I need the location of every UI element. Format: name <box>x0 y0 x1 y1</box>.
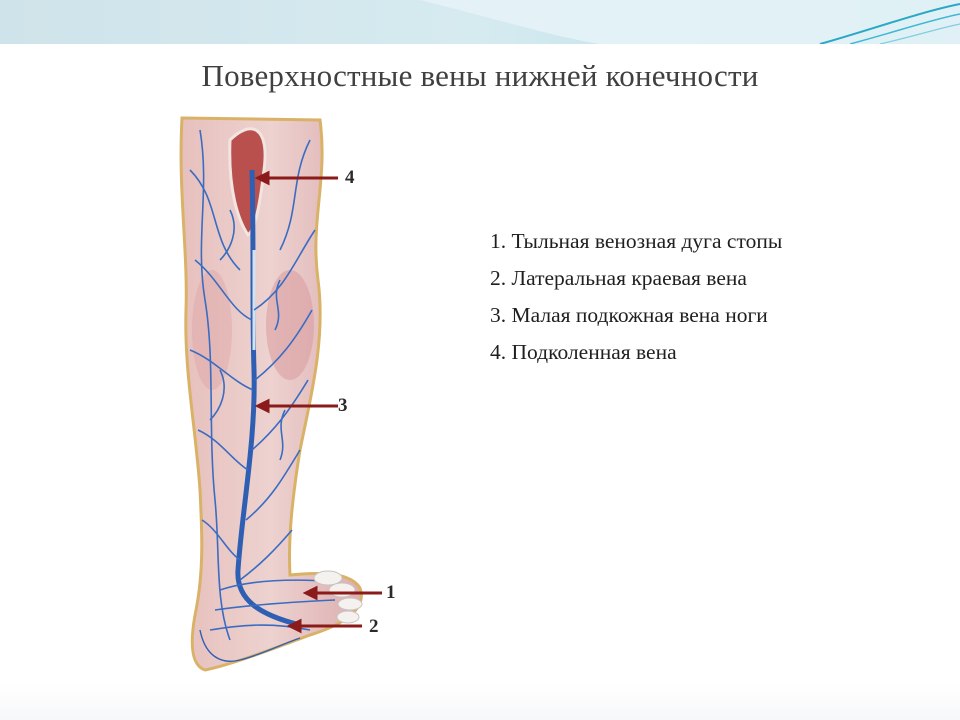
calf-muscle <box>266 270 314 380</box>
decorative-wave-band <box>0 0 960 44</box>
popliteal-fossa <box>228 127 267 238</box>
leg-silhouette <box>179 116 363 672</box>
bottom-band <box>0 684 960 720</box>
legend-item: 4. Подколенная вена <box>490 340 677 364</box>
marker-label-3: 3 <box>338 395 348 416</box>
slide-title: Поверхностные вены нижней конечности <box>201 58 759 93</box>
calf-muscle <box>192 270 232 390</box>
pointer-arrows <box>254 170 382 634</box>
marker-label-4: 4 <box>345 167 355 188</box>
marker-label-1: 1 <box>386 582 396 603</box>
legend-item: 1. Тыльная венозная дуга стопы <box>490 229 783 253</box>
leg-veins-illustration <box>179 116 382 672</box>
legend-list: 1. Тыльная венозная дуга стопы 2. Латера… <box>490 226 782 374</box>
foot-sole <box>199 629 301 662</box>
legend-item: 3. Малая подкожная вена ноги <box>490 303 768 327</box>
legend-item: 2. Латеральная краевая вена <box>490 266 747 290</box>
vein-network <box>189 129 341 641</box>
marker-label-2: 2 <box>369 616 379 637</box>
